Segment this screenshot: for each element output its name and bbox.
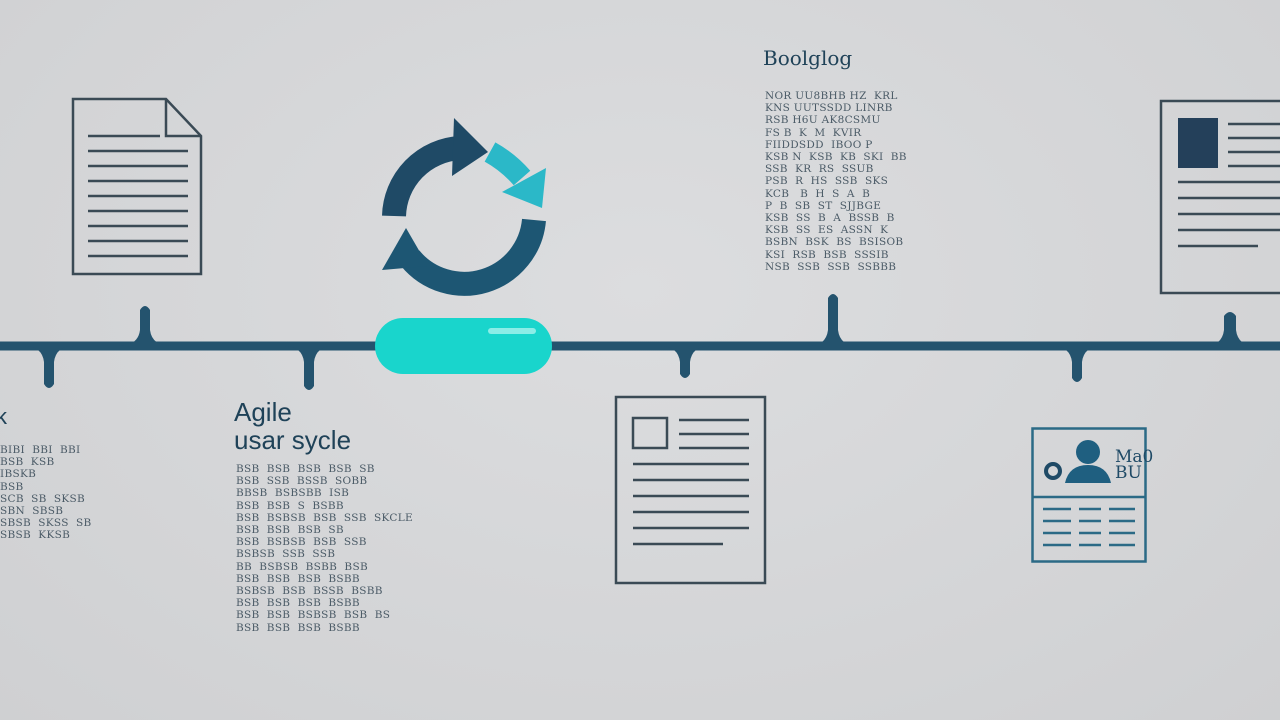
text-line: KSB SS B A BSSB B <box>765 212 895 225</box>
text-line: BSB BSB BSB SB <box>236 524 344 537</box>
text-line: BSBSB SSB SSB <box>236 548 336 561</box>
text-line: P B SB ST SJJBGE <box>765 199 882 212</box>
report-icon <box>1159 99 1280 295</box>
text-line: PSB R HS SSB SKS <box>765 175 889 188</box>
timeline-tick-down <box>24 346 74 388</box>
timeline-tick-down <box>284 346 334 390</box>
text-line: BSB BSB BSBSB BSB BS <box>236 609 391 622</box>
middle-text: BSB BSB BSB BSB SB BSB SSB BSSB SOBB BBS… <box>236 463 413 634</box>
text-line: BSB BSB BSB BSBB <box>236 572 360 585</box>
text-line: BIBI BBI BBI <box>0 444 81 456</box>
text-line: KSB SS ES ASSN K <box>765 224 889 237</box>
middle-title: Agile usar sycle <box>234 398 351 454</box>
text-line: FIIDDSDD IBOO P <box>765 138 873 151</box>
text-line: BSB <box>0 480 24 493</box>
timeline-tick-down <box>1052 346 1102 382</box>
text-line: SBSB SKSS SB <box>0 517 92 530</box>
timeline-ticks <box>24 294 1256 390</box>
text-line: KSB N KSB KB SKI BB <box>765 151 907 164</box>
profile-card-label-line1: Ma0 <box>1115 447 1154 467</box>
text-line: SSB KR RS SSUB <box>765 163 874 176</box>
profile-card-label: Ma0 BU <box>1115 447 1154 483</box>
timeline-tick-up <box>118 306 172 346</box>
text-line: BSB BSB BSB BSBB <box>236 621 360 634</box>
text-line: BB BSBSB BSBB BSB <box>236 560 368 573</box>
text-line: FS B K M KVIR <box>765 126 862 139</box>
text-line: BSB SSB BSSB SOBB <box>236 475 368 488</box>
profile-card-label-line2: BU <box>1115 463 1142 483</box>
text-line: BBSB BSBSBB ISB <box>236 487 350 500</box>
timeline-tick-down <box>660 346 710 378</box>
text-line: IBSKB <box>0 468 37 481</box>
top-right-title: Boolglog <box>763 46 853 70</box>
text-line: KSI RSB BSB SSSIB <box>765 248 889 261</box>
text-line: BSB KSB <box>0 456 55 469</box>
text-line: BSBN BSK BS BSISOB <box>765 236 904 249</box>
text-line: BSBSB BSB BSSB BSBB <box>236 585 383 598</box>
text-line: SCB SB SKSB <box>0 492 86 505</box>
text-line: BSB BSB BSB BSBB <box>236 597 360 610</box>
left-title: k <box>0 404 7 429</box>
text-line: NOR UU8BHB HZ KRL <box>765 90 898 102</box>
document-icon <box>71 97 203 276</box>
text-line: BSB BSBSB BSB SSB SKCLE <box>236 511 413 524</box>
cycle-arrows-icon <box>382 118 546 296</box>
left-text: BIBI BBI BBI BSB KSB IBSKB BSB SCB SB SK… <box>0 444 92 542</box>
timeline-highlight-pill <box>375 318 552 374</box>
timeline-tick-up <box>808 294 858 346</box>
text-line: SBSB KKSB <box>0 529 71 542</box>
text-line: BSB BSB S BSBB <box>236 499 344 512</box>
profile-card-icon: Ma0 BU <box>1031 427 1153 563</box>
document-image-icon <box>614 395 767 585</box>
text-line: BSB BSB BSB BSB SB <box>236 463 375 475</box>
text-line: NSB SSB SSB SSBBB <box>765 260 897 273</box>
text-line: SBN SBSB <box>0 505 64 518</box>
middle-title-line1: Agile <box>234 397 292 427</box>
text-line: KNS UUTSSDD LINRB <box>765 102 893 115</box>
top-right-text: NOR UU8BHB HZ KRL KNS UUTSSDD LINRB RSB … <box>765 90 907 273</box>
timeline-tick-up <box>1204 312 1256 346</box>
text-line: BSB BSBSB BSB SSB <box>236 536 367 549</box>
text-line: RSB H6U AK8CSMU <box>765 114 881 127</box>
middle-title-line2: usar sycle <box>234 425 352 455</box>
text-line: KCB B H S A B <box>765 187 871 200</box>
